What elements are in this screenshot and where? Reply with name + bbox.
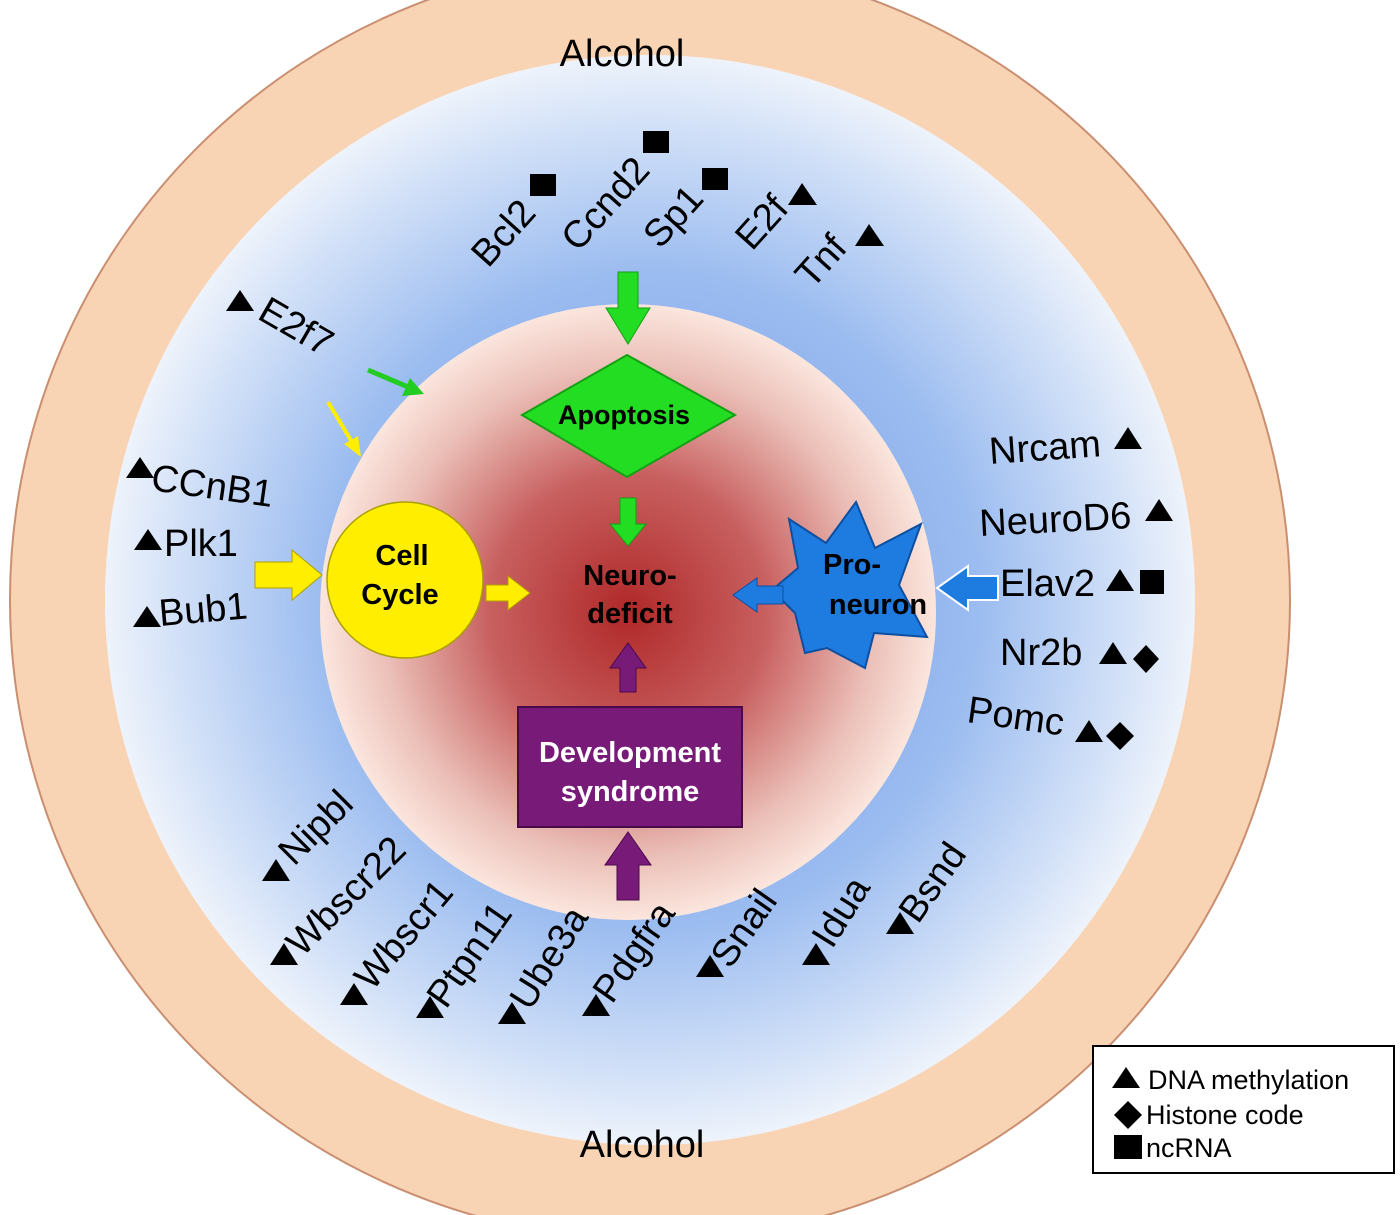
gene-elav2: Elav2 bbox=[1000, 563, 1095, 605]
arrow-e2f7-green bbox=[367, 367, 409, 390]
ncrna-marker bbox=[530, 174, 556, 196]
development-node bbox=[517, 706, 743, 828]
dna-methylation-marker bbox=[126, 457, 154, 478]
legend-dna-methylation-label: DNA methylation bbox=[1148, 1065, 1349, 1095]
ncrna-marker bbox=[702, 168, 728, 190]
dna-methylation-marker bbox=[1114, 427, 1142, 449]
histone-code-marker bbox=[1133, 645, 1159, 673]
dna-methylation-marker bbox=[1075, 720, 1103, 742]
gene-nrcam: Nrcam bbox=[988, 423, 1103, 473]
dna-methylation-marker bbox=[1145, 499, 1173, 521]
arrow-proneuron-to-deficit bbox=[732, 577, 784, 613]
proneuron-label-line2: neuron bbox=[829, 589, 927, 621]
arrow-genes-to-cellcycle bbox=[254, 548, 323, 602]
arrow-e2f7-yellow-head bbox=[344, 436, 361, 457]
center-label-line1: Neuro- bbox=[583, 560, 676, 592]
legend: DNA methylation Histone code ncRNA bbox=[1092, 1045, 1395, 1174]
cell-cycle-label-line2: Cycle bbox=[361, 579, 438, 611]
dna-methylation-marker bbox=[886, 912, 914, 934]
dna-methylation-marker bbox=[134, 529, 162, 550]
dna-methylation-marker bbox=[226, 290, 254, 311]
gene-neurod6: NeuroD6 bbox=[978, 495, 1132, 545]
cell-cycle-node bbox=[326, 501, 484, 659]
arrow-e2f7-green-head bbox=[402, 378, 424, 396]
dna-methylation-marker bbox=[133, 606, 161, 627]
apoptosis-node bbox=[520, 353, 738, 479]
histone-code-marker bbox=[1106, 722, 1134, 750]
center-label-line2: deficit bbox=[587, 598, 673, 630]
dna-methylation-marker bbox=[582, 994, 610, 1016]
outer-label-bottom: Alcohol bbox=[580, 1124, 705, 1166]
arrow-e2f7-yellow bbox=[326, 400, 354, 444]
arrow-genes-to-apoptosis bbox=[605, 271, 651, 345]
dna-methylation-marker bbox=[696, 955, 724, 977]
dna-methylation-marker bbox=[802, 943, 830, 965]
dna-methylation-marker bbox=[270, 943, 298, 965]
arrow-cellcycle-to-deficit bbox=[485, 574, 531, 612]
legend-histone-code-label: Histone code bbox=[1146, 1100, 1304, 1130]
ncrna-marker bbox=[643, 131, 669, 153]
red-core bbox=[320, 304, 936, 920]
proneuron-label-line1: Pro- bbox=[823, 549, 881, 581]
arrow-development-to-deficit bbox=[609, 642, 647, 693]
apoptosis-label: Apoptosis bbox=[558, 400, 690, 430]
dna-methylation-marker bbox=[1106, 569, 1134, 591]
outer-label-top: Alcohol bbox=[560, 33, 685, 75]
gene-nr2b: Nr2b bbox=[1000, 632, 1082, 674]
dna-methylation-marker bbox=[788, 183, 817, 205]
dna-methylation-marker bbox=[340, 983, 368, 1005]
legend-histone-code-marker bbox=[1114, 1101, 1142, 1129]
dna-methylation-marker bbox=[416, 996, 444, 1018]
arrow-apoptosis-to-deficit bbox=[608, 497, 648, 547]
dna-methylation-marker bbox=[262, 859, 290, 881]
dna-methylation-marker bbox=[855, 224, 884, 246]
legend-ncrna-label: ncRNA bbox=[1146, 1133, 1232, 1163]
dna-methylation-marker bbox=[1099, 642, 1127, 664]
arrow-genes-to-development bbox=[604, 831, 652, 901]
development-label-line2: syndrome bbox=[561, 776, 700, 808]
proneuron-node bbox=[770, 499, 929, 670]
legend-ncrna-marker bbox=[1114, 1135, 1142, 1159]
development-label-line1: Development bbox=[539, 737, 721, 769]
gene-bub1: Bub1 bbox=[157, 585, 249, 635]
cell-cycle-label-line1: Cell bbox=[375, 540, 428, 572]
ncrna-marker bbox=[1140, 570, 1164, 594]
legend-dna-methylation-marker bbox=[1112, 1067, 1140, 1088]
gene-plk1: Plk1 bbox=[164, 523, 238, 565]
dna-methylation-marker bbox=[498, 1002, 526, 1024]
arrow-genes-to-proneuron bbox=[935, 564, 999, 612]
legend-box bbox=[1092, 1045, 1395, 1174]
